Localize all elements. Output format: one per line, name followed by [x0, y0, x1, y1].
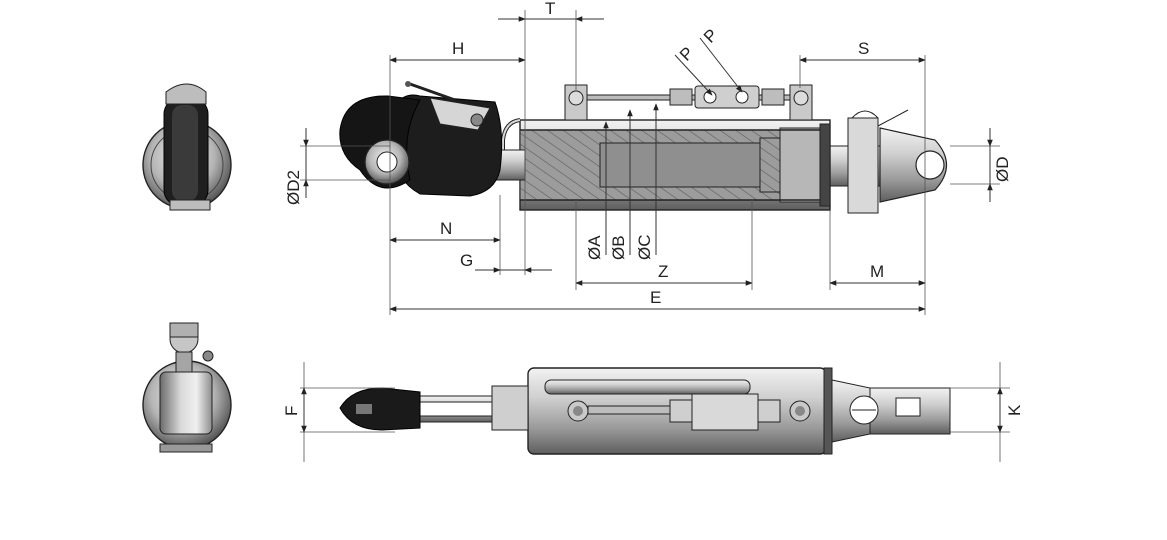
- label-B: ØB: [609, 235, 628, 260]
- label-K: K: [1005, 404, 1024, 416]
- label-A: ØA: [585, 235, 604, 260]
- cylinder-section-view: [339, 81, 948, 214]
- end-view-bottom: [142, 322, 232, 453]
- label-S: S: [858, 39, 869, 58]
- label-D2: ØD2: [284, 170, 303, 205]
- dimensions: [300, 10, 1010, 462]
- label-Z: Z: [658, 262, 668, 281]
- label-E: E: [650, 288, 661, 307]
- label-P1: P: [676, 43, 697, 64]
- label-T: T: [545, 0, 555, 18]
- label-C: ØC: [635, 235, 654, 261]
- label-M: M: [870, 262, 884, 281]
- label-D: ØD: [993, 157, 1012, 183]
- label-F: F: [282, 406, 301, 416]
- dimension-labels: T H S P P ØD2 ØD ØA ØB ØC N G Z M E F K: [282, 0, 1024, 416]
- label-H: H: [452, 39, 464, 58]
- cylinder-plan-view: [339, 367, 951, 455]
- end-view-top: [142, 83, 232, 211]
- label-P2: P: [700, 25, 721, 46]
- label-G: G: [460, 251, 473, 270]
- label-N: N: [440, 219, 452, 238]
